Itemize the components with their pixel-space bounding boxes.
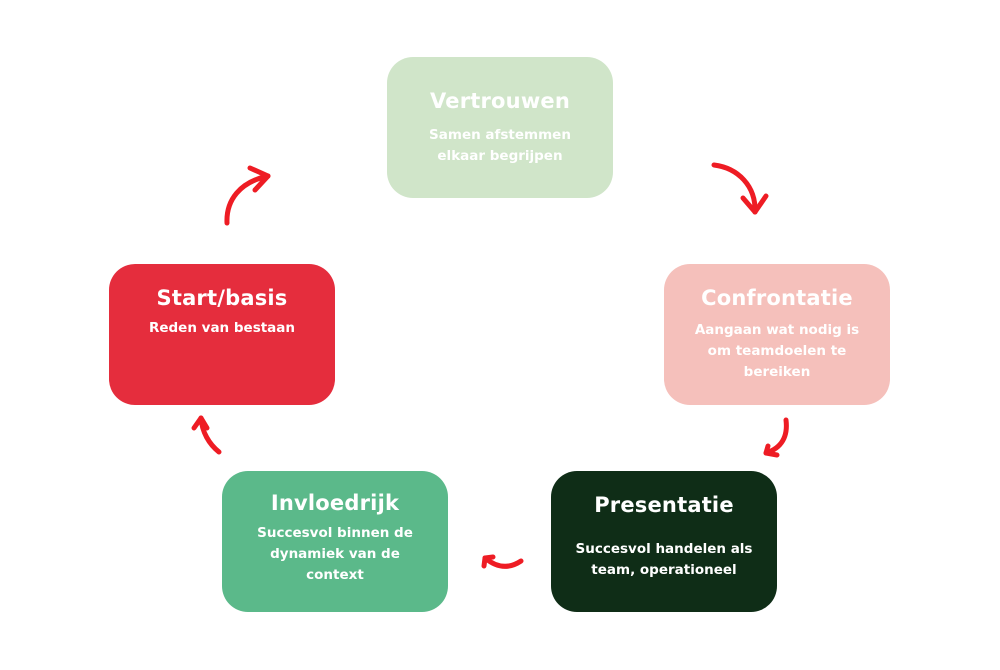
- stage-description: Succesvol binnen de dynamiek van de cont…: [257, 525, 413, 583]
- stage-start-basis: Start/basis Reden van bestaan: [109, 264, 335, 405]
- stage-description: Succesvol handelen als team, operationee…: [575, 541, 753, 578]
- stage-title: Start/basis: [156, 286, 288, 310]
- stage-description: Samen afstemmen elkaar begrijpen: [429, 127, 571, 164]
- arrow-vertrouwen-to-confrontatie: [711, 162, 769, 215]
- arrow-start-to-vertrouwen: [224, 165, 271, 226]
- stage-description: Aangaan wat nodig is om teamdoelen te be…: [694, 322, 860, 380]
- arrow-presentatie-to-invloedrijk: [481, 554, 524, 569]
- stage-presentatie: Presentatie Succesvol handelen als team,…: [551, 471, 777, 612]
- arrow-confrontatie-to-presentatie: [763, 417, 789, 458]
- stage-title: Invloedrijk: [270, 491, 400, 515]
- arrow-invloedrijk-to-start: [191, 415, 222, 455]
- stage-confrontatie: Confrontatie Aangaan wat nodig is om tea…: [664, 264, 890, 405]
- stage-description: Reden van bestaan: [148, 320, 296, 336]
- stage-title: Confrontatie: [701, 286, 853, 310]
- stage-title: Vertrouwen: [429, 89, 571, 113]
- stage-invloedrijk: Invloedrijk Succesvol binnen de dynamiek…: [222, 471, 448, 612]
- stage-title: Presentatie: [594, 493, 734, 517]
- stage-vertrouwen: Vertrouwen Samen afstemmen elkaar begrij…: [387, 57, 613, 198]
